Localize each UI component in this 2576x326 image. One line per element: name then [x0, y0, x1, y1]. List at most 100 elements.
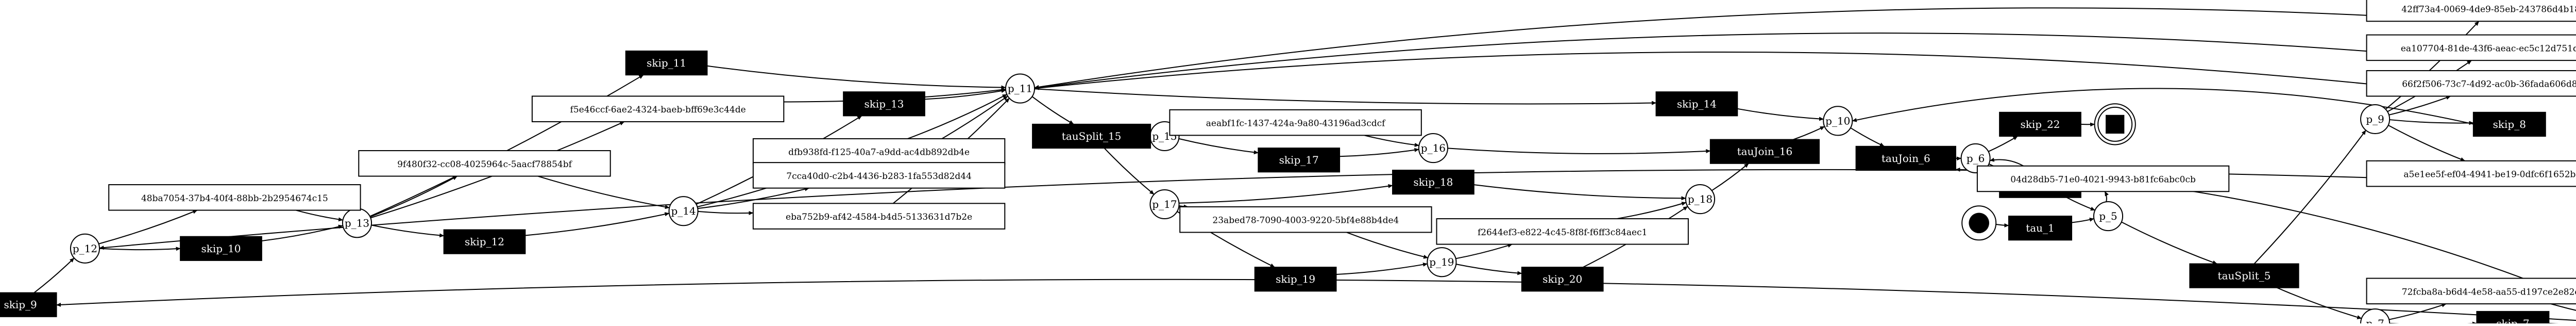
place-p_9[interactable]: p_9: [2361, 105, 2389, 134]
arc-t_aeab-to-p_16: [1364, 135, 1419, 145]
transition-skip_11[interactable]: skip_11: [626, 51, 707, 75]
arc-skip_21-to-p_5: [2066, 198, 2095, 210]
transition-skip_14[interactable]: skip_14: [1656, 92, 1738, 116]
transition-t_f5e4[interactable]: f5e46ccf-6ae2-4324-baeb-bff69e3c44de: [532, 96, 784, 122]
arc-p_15-to-skip_17: [1179, 139, 1258, 153]
transition-label: eba752b9-af42-4584-b4d5-5133631d7b2e: [786, 212, 972, 222]
place-p_13[interactable]: p_13: [343, 208, 371, 237]
place-label: p_17: [1152, 198, 1177, 210]
transition-t_9f48[interactable]: 9f480f32-cc08-4025964c-5aacf78854bf: [359, 151, 610, 176]
transition-t_dfb9[interactable]: dfb938fd-f125-40a7-a9dd-ac4db892db4e: [753, 139, 1005, 165]
arc-p_6-to-skip_22: [1988, 136, 2018, 152]
place-p_18[interactable]: p_18: [1686, 185, 1715, 214]
end-place[interactable]: [2095, 104, 2136, 144]
arc-p_18-to-tauJoin_16: [1712, 164, 1749, 191]
place-label: p_7: [2366, 317, 2384, 323]
transition-skip_12[interactable]: skip_12: [444, 230, 526, 254]
arc-t_23ab-to-p_19: [1347, 232, 1428, 257]
transition-skip_18[interactable]: skip_18: [1393, 170, 1474, 194]
arc-t_ea10-to-p_11: [1035, 33, 2367, 88]
arc-t_f264-to-p_18: [1617, 203, 1686, 219]
transition-t_42ff[interactable]: 42ff73a4-0069-4de9-85eb-243786d4b18f: [2367, 0, 2576, 21]
place-p_7[interactable]: p_7: [2361, 309, 2389, 323]
transition-label: 42ff73a4-0069-4de9-85eb-243786d4b18f: [2401, 5, 2576, 15]
transition-label: aeabf1fc-1437-424a-9a80-43196ad3cdcf: [1206, 119, 1386, 129]
arc-tauSplit_5-to-p_9: [2254, 131, 2366, 264]
arc-p_19-to-t_f264: [1456, 244, 1512, 259]
transition-label: 04d28db5-71e0-4021-9943-b81fc6abc0cb: [2010, 175, 2196, 185]
place-p_5[interactable]: p_5: [2094, 202, 2123, 231]
transition-label: ea107704-81de-43f6-aeac-ec5c12d751d3: [2401, 43, 2576, 54]
place-label: p_14: [671, 205, 696, 217]
transition-skip_13[interactable]: skip_13: [843, 92, 925, 116]
arc-t_48ba-to-p_13: [296, 210, 343, 220]
arc-p_17-to-skip_18: [1179, 186, 1393, 203]
arc-skip_11-to-p_11: [707, 66, 1006, 88]
transition-label: tau_1: [2026, 222, 2055, 234]
transition-t_aeab[interactable]: aeabf1fc-1437-424a-9a80-43196ad3cdcf: [1170, 110, 1421, 136]
transition-t_a5e1[interactable]: a5e1ee5f-ef04-4941-be19-0dfc6f1652b1: [2367, 161, 2576, 187]
place-p_17[interactable]: p_17: [1150, 190, 1179, 219]
transition-label: skip_12: [465, 236, 504, 248]
transition-t_04d2[interactable]: 04d28db5-71e0-4021-9943-b81fc6abc0cb: [1977, 166, 2229, 192]
transition-label: 66f2f506-73c7-4d92-ac0b-36fada606d87: [2402, 79, 2576, 90]
transition-t_ea10[interactable]: ea107704-81de-43f6-aeac-ec5c12d751d3: [2367, 35, 2576, 61]
transition-skip_19[interactable]: skip_19: [1255, 267, 1336, 291]
start-place[interactable]: [1962, 206, 1996, 240]
transition-label: f5e46ccf-6ae2-4324-baeb-bff69e3c44de: [570, 105, 746, 115]
place-p_16[interactable]: p_16: [1419, 134, 1448, 162]
arc-p_13-to-skip_12: [371, 225, 444, 236]
transition-label: skip_17: [1279, 154, 1319, 166]
transition-label: skip_8: [2493, 118, 2526, 131]
transition-label: skip_13: [864, 97, 904, 110]
transition-t_7cca[interactable]: 7cca40d0-c2b4-4436-b283-1fa553d82d44: [753, 162, 1005, 188]
transition-skip_8[interactable]: skip_8: [2473, 112, 2546, 136]
place-label: p_11: [1008, 83, 1032, 95]
place-p_10[interactable]: p_10: [1823, 106, 1852, 135]
transition-label: skip_11: [647, 57, 686, 69]
place-p_14[interactable]: p_14: [669, 197, 698, 225]
place-label: p_9: [2366, 113, 2384, 125]
arc-skip_13-to-p_11: [925, 90, 1006, 100]
transition-t_66f2[interactable]: 66f2f506-73c7-4d92-ac0b-36fada606d87: [2367, 71, 2576, 96]
transition-skip_20[interactable]: skip_20: [1522, 267, 1603, 291]
transition-t_23ab[interactable]: 23abed78-7090-4003-9220-5bf4e88b4de4: [1180, 207, 1431, 233]
transition-skip_7[interactable]: skip_7: [2477, 312, 2549, 323]
transition-label: skip_18: [1413, 176, 1453, 188]
arc-p_14-to-t_eba7: [698, 211, 753, 213]
arc-tauSplit_5-to-p_7: [2277, 288, 2362, 319]
transition-skip_17[interactable]: skip_17: [1258, 148, 1340, 172]
transition-t_48ba[interactable]: 48ba7054-37b4-40f4-88bb-2b2954674c15: [109, 185, 360, 210]
arc-skip_18-to-p_18: [1474, 185, 1686, 198]
transition-tauSplit_15[interactable]: tauSplit_15: [1032, 124, 1150, 148]
arc-p_10-to-tauJoin_6: [1851, 128, 1884, 146]
place-p_11[interactable]: p_11: [1006, 74, 1035, 103]
transition-t_72fc[interactable]: 72fcba8a-b6d4-4e58-aa55-d197ce2e82ef: [2367, 279, 2576, 304]
place-label: p_6: [1967, 152, 1985, 165]
transition-tauSplit_5[interactable]: tauSplit_5: [2190, 264, 2298, 288]
transition-label: f2644ef3-e822-4c45-8f8f-f6ff3c84aec1: [1478, 227, 1647, 238]
arc-p_19-to-skip_20: [1456, 264, 1522, 273]
arc-t_04d2-to-p_6: [1990, 160, 2023, 166]
transition-tau_1[interactable]: tau_1: [2009, 216, 2072, 240]
place-p_12[interactable]: p_12: [71, 234, 99, 263]
place-label: p_5: [2099, 210, 2117, 222]
place-label: p_16: [1421, 142, 1446, 154]
transition-skip_10[interactable]: skip_10: [180, 237, 262, 260]
transition-tauJoin_16[interactable]: tauJoin_16: [1710, 140, 1819, 164]
arc-skip_9-to-p_12: [34, 258, 74, 292]
place-label: p_19: [1429, 256, 1454, 268]
transition-skip_9[interactable]: skip_9: [0, 293, 57, 317]
transition-label: skip_19: [1276, 273, 1315, 285]
place-p_19[interactable]: p_19: [1427, 248, 1456, 276]
arc-t_9f48-to-p_14: [538, 176, 669, 208]
transition-tauJoin_6[interactable]: tauJoin_6: [1856, 146, 1956, 170]
transition-label: skip_7: [2496, 317, 2529, 323]
transition-t_eba7[interactable]: eba752b9-af42-4584-b4d5-5133631d7b2e: [753, 203, 1005, 229]
transition-t_f264[interactable]: f2644ef3-e822-4c45-8f8f-f6ff3c84aec1: [1437, 219, 1688, 244]
transition-label: tauSplit_15: [1062, 130, 1122, 142]
transition-label: 23abed78-7090-4003-9220-5bf4e88b4de4: [1212, 216, 1399, 226]
transition-label: tauSplit_5: [2218, 270, 2271, 282]
transition-skip_22[interactable]: skip_22: [1999, 112, 2081, 136]
